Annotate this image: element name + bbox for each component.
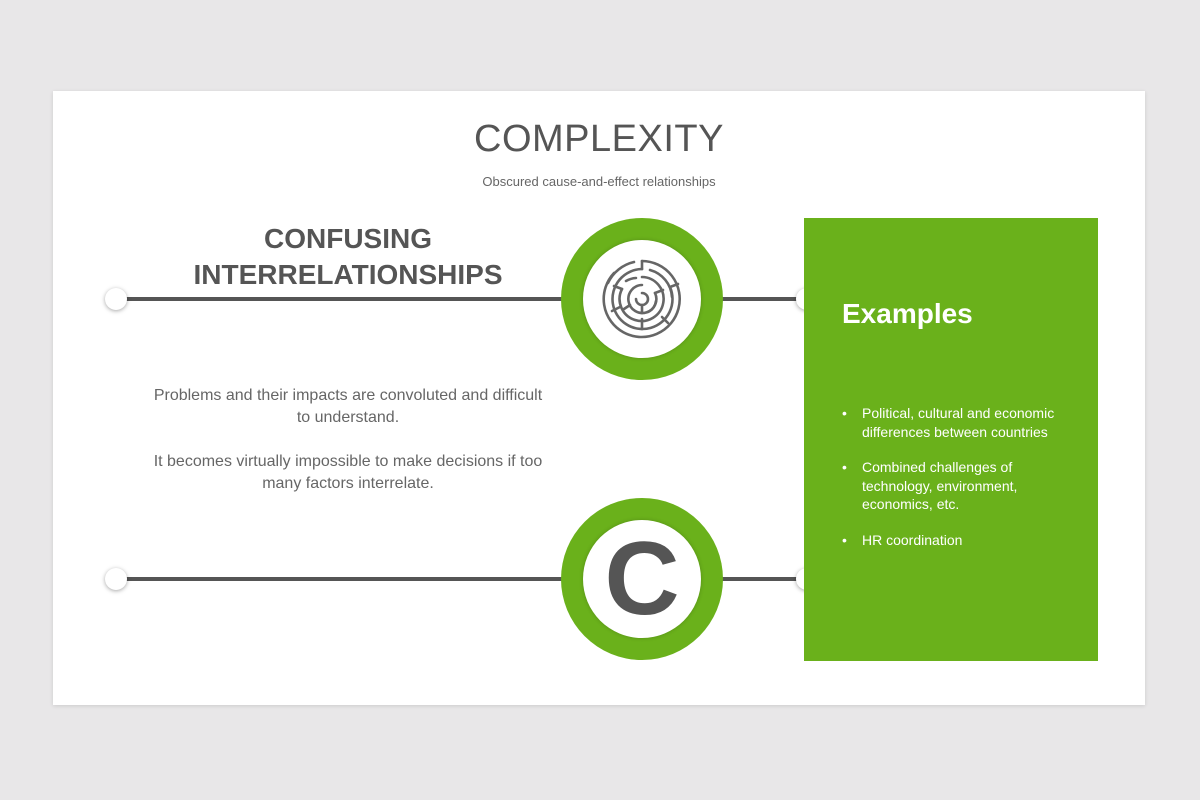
bullet-icon: • xyxy=(842,405,847,421)
bottom-left-node xyxy=(105,568,127,590)
bullet-icon: • xyxy=(842,459,847,475)
examples-list: • Political, cultural and economic diffe… xyxy=(842,404,1072,566)
slide-subtitle: Obscured cause-and-effect relationships xyxy=(482,174,716,189)
list-item: • Combined challenges of technology, env… xyxy=(842,458,1072,514)
list-item-text: Political, cultural and economic differe… xyxy=(862,405,1055,440)
examples-panel: Examples • Political, cultural and econo… xyxy=(804,218,1098,661)
maze-icon xyxy=(602,259,681,339)
letter-c-ring-inner: C xyxy=(583,520,701,638)
slide: COMPLEXITY Obscured cause-and-effect rel… xyxy=(53,91,1145,705)
list-item: • Political, cultural and economic diffe… xyxy=(842,404,1072,441)
list-item-text: HR coordination xyxy=(862,531,963,548)
paragraph-2: It becomes virtually impossible to make … xyxy=(153,453,543,492)
top-connector-line xyxy=(116,297,798,301)
bullet-icon: • xyxy=(842,531,847,548)
slide-title: COMPLEXITY xyxy=(474,118,724,160)
paragraph-1: Problems and their impacts are convolute… xyxy=(153,387,543,426)
bottom-connector-line xyxy=(116,577,798,581)
letter-c-ring: C xyxy=(561,498,723,660)
section-heading: CONFUSING INTERRELATIONSHIPS xyxy=(148,221,548,293)
list-item-text: Combined challenges of technology, envir… xyxy=(862,459,1018,512)
body-text: Problems and their impacts are convolute… xyxy=(148,385,548,517)
maze-ring-inner xyxy=(583,240,701,358)
top-left-node xyxy=(105,288,127,310)
maze-ring xyxy=(561,218,723,380)
heading-line-1: CONFUSING xyxy=(264,223,432,254)
heading-line-2: INTERRELATIONSHIPS xyxy=(193,259,503,290)
list-item: • HR coordination xyxy=(842,531,1072,550)
examples-title: Examples xyxy=(842,298,973,329)
letter-c-icon: C xyxy=(604,521,680,637)
